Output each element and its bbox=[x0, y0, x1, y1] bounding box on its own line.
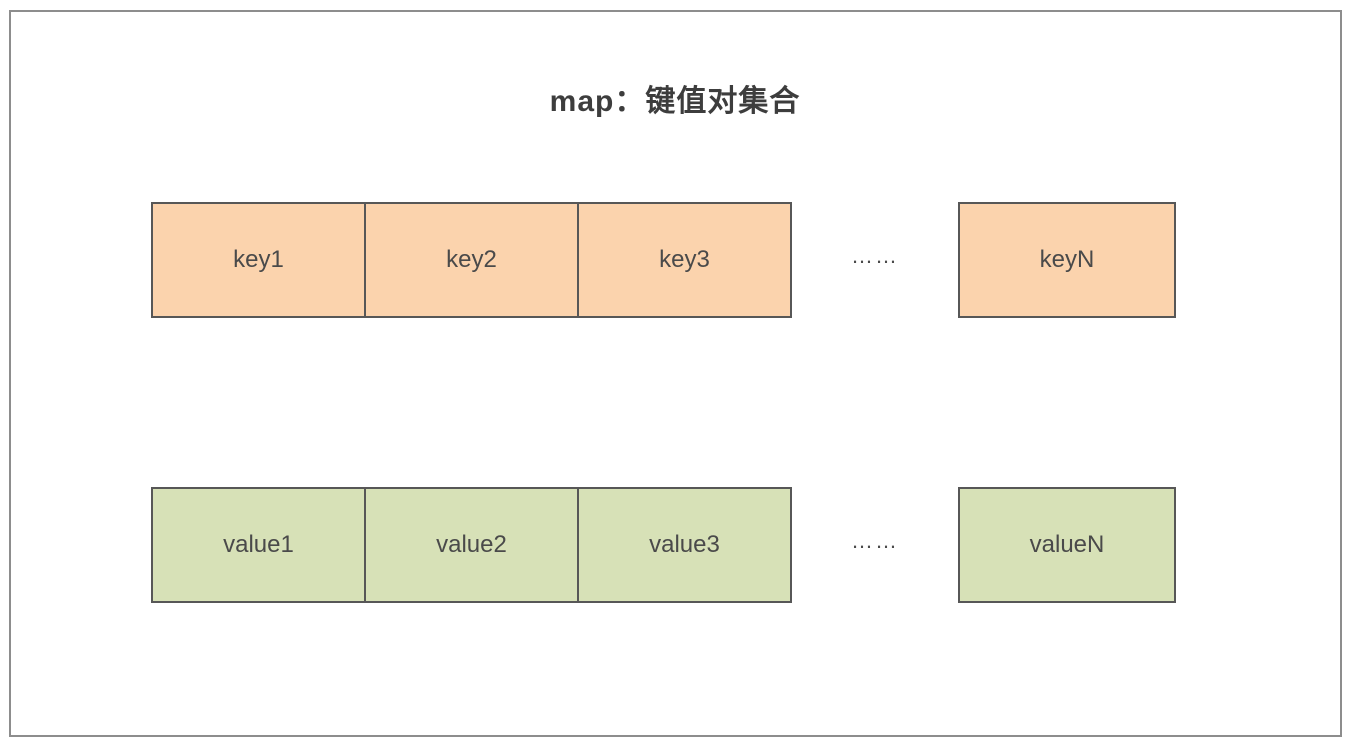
diagram-title: map：键值对集合 bbox=[549, 85, 801, 118]
value-cell-2: value2 bbox=[364, 487, 579, 603]
key-cell-2: key2 bbox=[364, 202, 579, 318]
value-cell-1: value1 bbox=[151, 487, 366, 603]
value-cell-3: value3 bbox=[577, 487, 792, 603]
value-row-ellipsis: …… bbox=[851, 528, 899, 553]
diagram-frame bbox=[9, 10, 1342, 737]
key-row: key1 key2 key3 …… keyN bbox=[151, 202, 1176, 318]
value-cell-n: valueN bbox=[958, 487, 1176, 603]
key-cell-1: key1 bbox=[151, 202, 366, 318]
key-cell-3: key3 bbox=[577, 202, 792, 318]
value-row: value1 value2 value3 …… valueN bbox=[151, 487, 1176, 603]
key-cell-n: keyN bbox=[958, 202, 1176, 318]
key-row-ellipsis: …… bbox=[851, 243, 899, 268]
